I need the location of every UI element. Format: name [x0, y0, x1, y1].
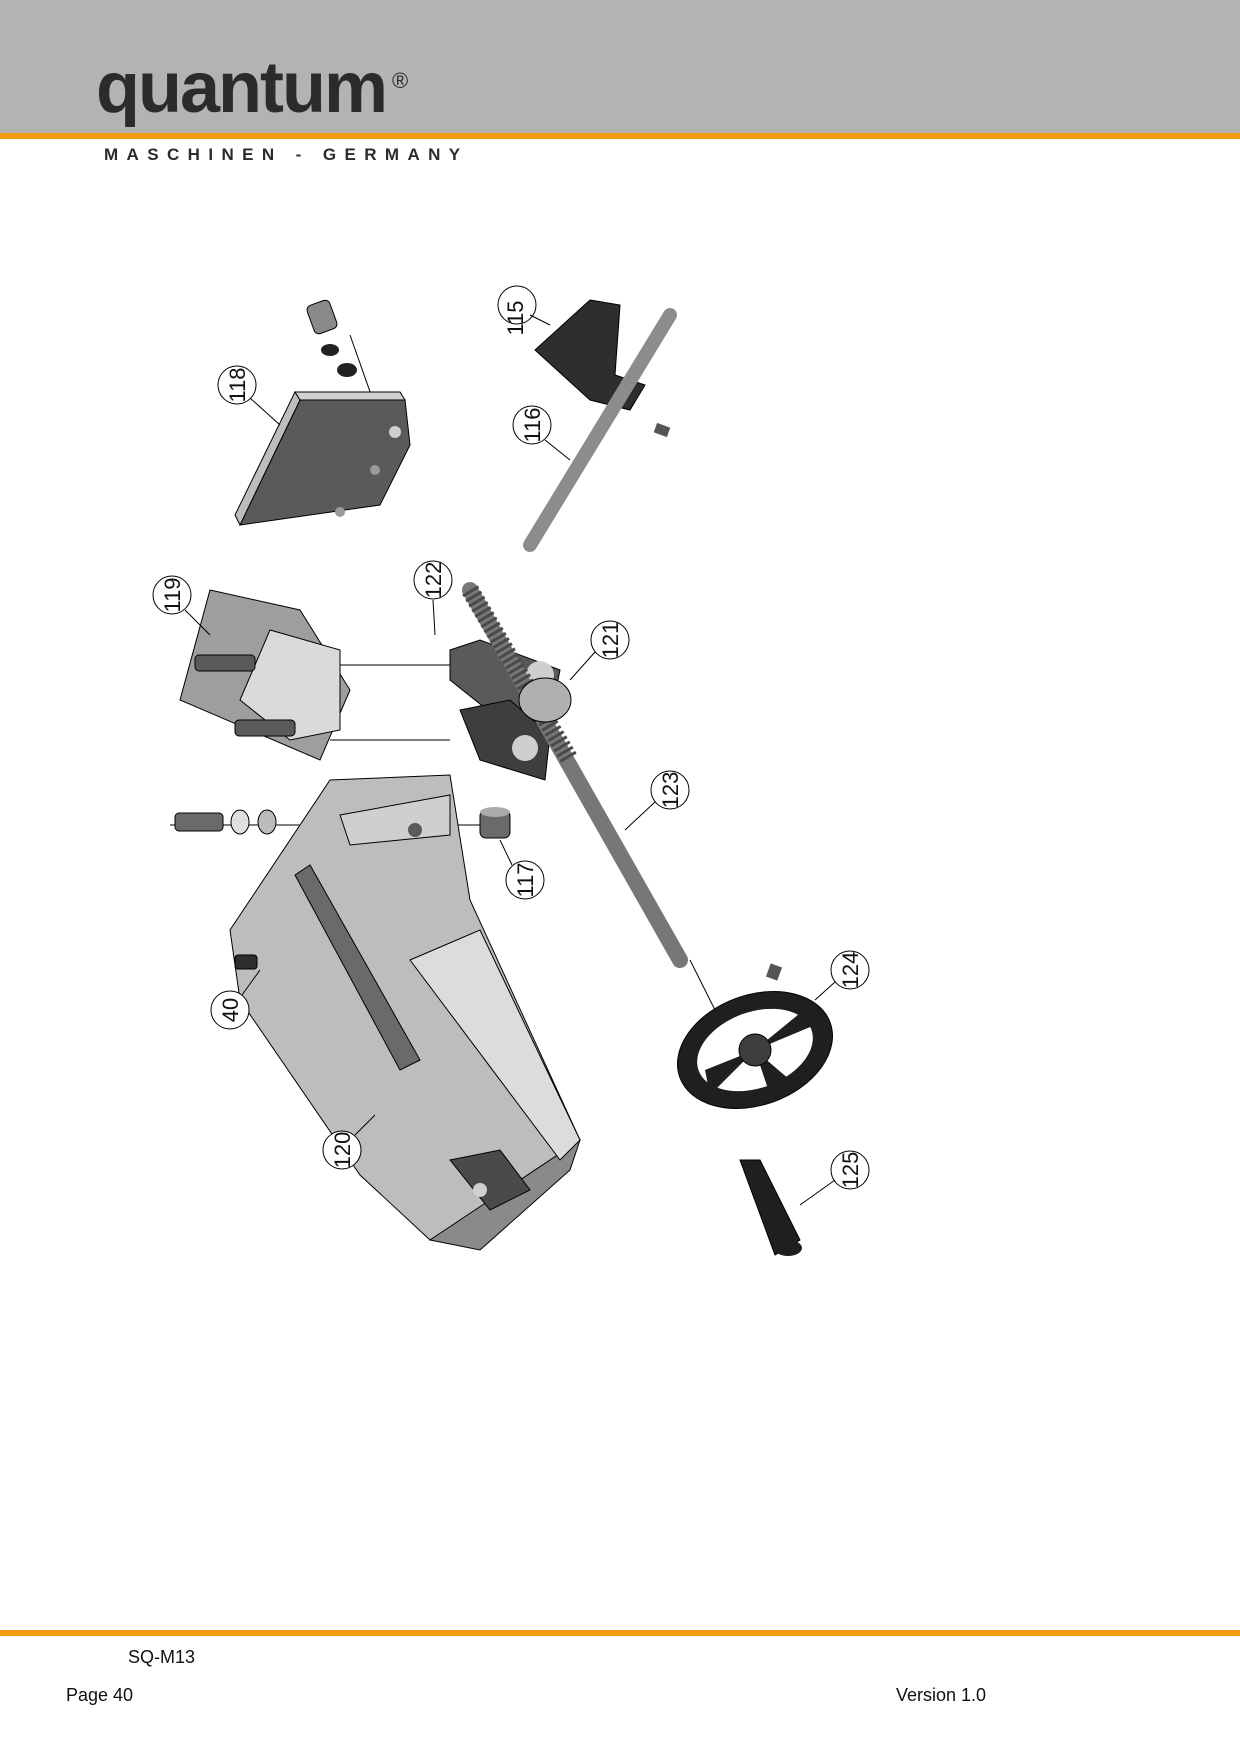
callout-label-120: 120: [330, 1132, 355, 1169]
header-accent-rule: [0, 133, 1240, 139]
callout-115: 115: [497, 285, 551, 336]
model-code: SQ-M13: [128, 1647, 196, 1667]
header-band: [0, 0, 1240, 136]
version-label: Version 1.0: [896, 1685, 987, 1705]
callout-label-122: 122: [421, 562, 446, 599]
jaw-119: [179, 589, 351, 761]
footer-accent-rule: [0, 1630, 1240, 1636]
callout-label-124: 124: [838, 952, 863, 989]
part-callouts: 115 116 118 119 122 121 123 117 40 120 1…: [152, 285, 870, 1206]
callout-40: 40: [210, 969, 261, 1030]
callout-117: 117: [499, 839, 545, 900]
callout-120: 120: [322, 1114, 376, 1170]
callout-label-115: 115: [503, 300, 528, 335]
callout-label-117: 117: [513, 862, 538, 897]
handle-125: [739, 1159, 802, 1256]
brand-logo: quantum: [96, 48, 388, 128]
rod-116: [523, 308, 677, 552]
callout-118: 118: [217, 365, 281, 426]
exploded-parts-diagram: 115 116 118 119 122 121 123 117 40 120 1…: [150, 280, 950, 1420]
callout-123: 123: [624, 770, 690, 831]
handwheel-124: [677, 963, 833, 1109]
callout-label-123: 123: [658, 772, 683, 809]
bracket-115: [534, 299, 646, 411]
callout-116: 116: [512, 405, 571, 461]
callout-label-40: 40: [218, 998, 243, 1022]
callout-119: 119: [152, 575, 211, 636]
registered-mark: ®: [392, 68, 409, 93]
callout-121: 121: [569, 620, 630, 681]
callout-124: 124: [814, 950, 870, 1001]
lead-screw-123: [462, 582, 688, 968]
callout-label-119: 119: [160, 577, 185, 612]
plate-118: [234, 299, 411, 527]
vise-body-120: [229, 774, 581, 1251]
callout-label-118: 118: [225, 367, 250, 402]
bushing-117: [479, 807, 511, 839]
callout-label-116: 116: [520, 407, 545, 442]
set-screw-40: [234, 954, 258, 970]
page-number: Page 40: [66, 1685, 134, 1705]
callout-label-121: 121: [598, 622, 623, 659]
callout-label-125: 125: [838, 1152, 863, 1189]
brand-tagline: MASCHINEN - GERMANY: [104, 145, 469, 164]
callout-122: 122: [413, 560, 453, 636]
bolt-and-washers: [174, 809, 277, 835]
callout-125: 125: [799, 1150, 870, 1206]
